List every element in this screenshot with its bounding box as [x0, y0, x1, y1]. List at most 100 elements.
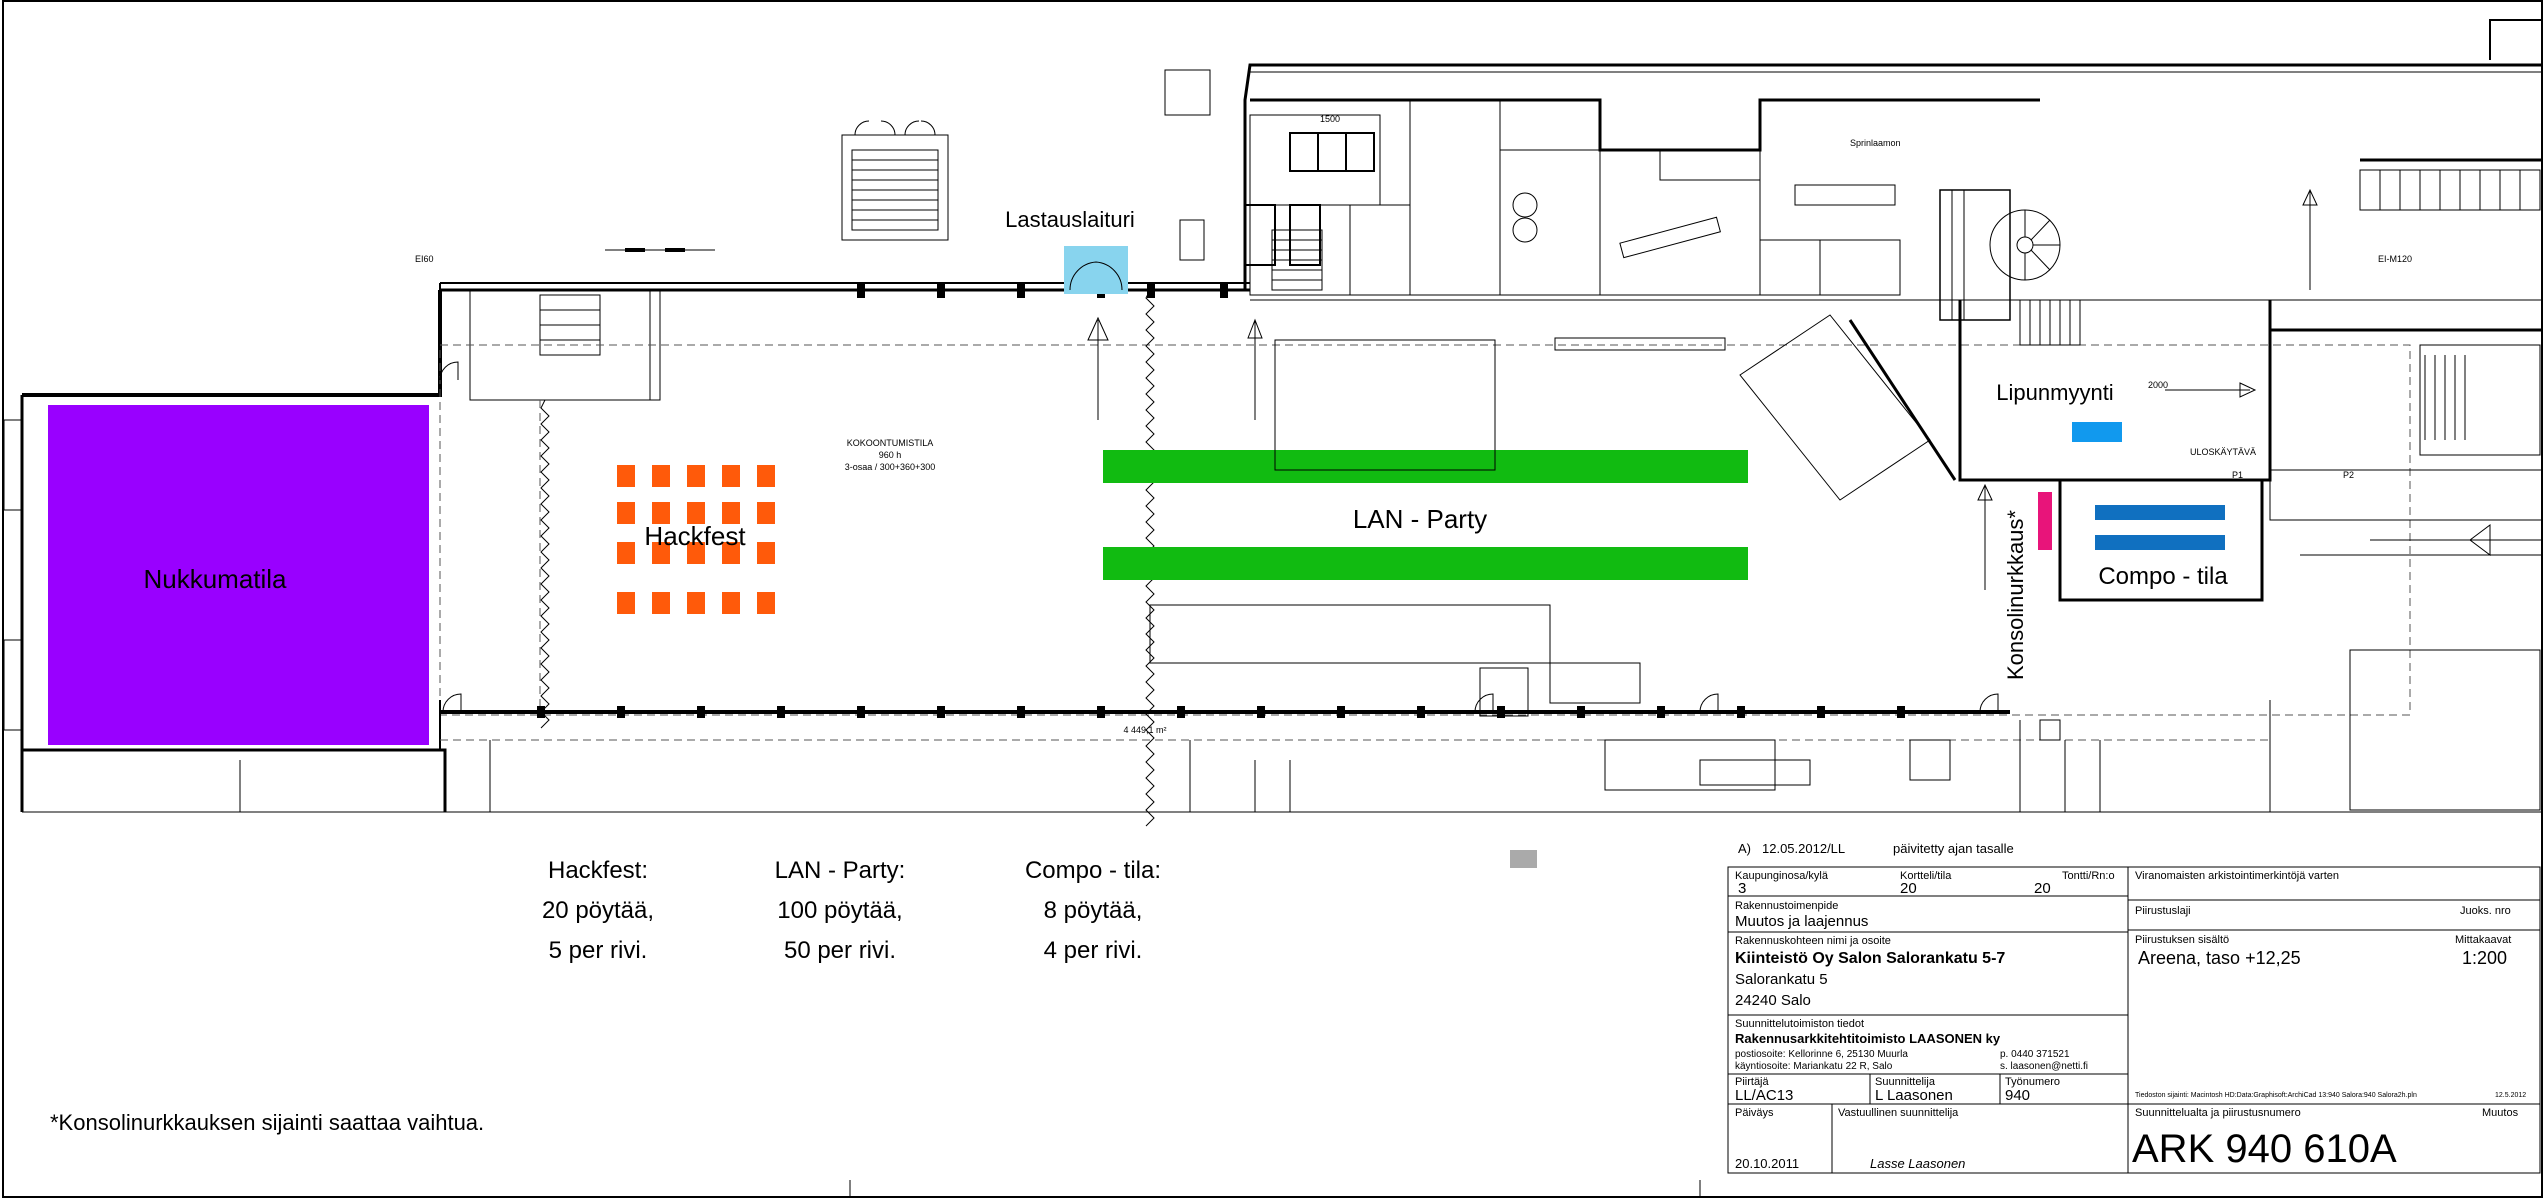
- hackfest-table: [652, 592, 670, 614]
- tb-tontti-label: Tontti/Rn:o: [2062, 870, 2115, 882]
- hackfest-table: [757, 542, 775, 564]
- nukkumatila-label: Nukkumatila: [143, 564, 287, 594]
- hackfest-table: [722, 502, 740, 524]
- compo-table-1: [2095, 505, 2225, 520]
- hackfest-table: [757, 465, 775, 487]
- scale-bar: [605, 248, 715, 252]
- floor-plan: Nukkumatila: [3, 19, 2543, 827]
- hackfest-tables: [617, 465, 775, 614]
- p1-label: P1: [2232, 470, 2243, 480]
- tb-toimenpide-value: Muutos ja laajennus: [1735, 913, 1868, 930]
- tb-kohde-label: Rakennuskohteen nimi ja osoite: [1735, 935, 1891, 947]
- tb-sisalto-value: Areena, taso +12,25: [2138, 948, 2301, 968]
- roof-vent-unit: [841, 120, 949, 241]
- tb-kortteli-label: Kortteli/tila: [1900, 870, 1952, 882]
- tb-paivays-value: 20.10.2011: [1735, 1156, 1799, 1171]
- arrow-up-icon: [1977, 483, 1993, 590]
- room-name: KOKOONTUMISTILA: [847, 438, 934, 448]
- hackfest-table: [617, 502, 635, 524]
- uloskaytava-label: ULOSKÄYTÄVÄ: [2190, 447, 2256, 457]
- dim-2000: 2000: [2148, 380, 2168, 390]
- tb-suunnittelija-value: L Laasonen: [1875, 1087, 1953, 1104]
- hackfest-table: [757, 592, 775, 614]
- compo-table-2: [2095, 535, 2225, 550]
- folding-wall-left: [540, 399, 550, 729]
- summary-lan-title: LAN - Party:: [775, 857, 906, 884]
- compo-tila-label: Compo - tila: [2098, 563, 2228, 590]
- lan-table-row-2: [1103, 547, 1748, 580]
- stair-icon: [1989, 209, 2061, 281]
- tb-vastuullinen-label: Vastuullinen suunnittelija: [1838, 1107, 1959, 1119]
- summary-compo-title: Compo - tila:: [1025, 857, 1161, 884]
- summary-lan-rows: 50 per rivi.: [784, 937, 896, 964]
- tb-email: s. laasonen@netti.fi: [2000, 1061, 2088, 1072]
- tb-toimenpide-label: Rakennustoimenpide: [1735, 900, 1838, 912]
- hackfest-table: [687, 465, 705, 487]
- hackfest-table: [687, 542, 705, 564]
- footnote: *Konsolinurkkauksen sijainti saattaa vai…: [50, 1110, 484, 1135]
- p2-label: P2: [2343, 470, 2354, 480]
- summary-compo-rows: 4 per rivi.: [1044, 937, 1143, 964]
- sprinklaamo-label: Sprinlaamon: [1850, 138, 1901, 148]
- arrow-up-icon: [1087, 316, 1109, 420]
- tb-tiedosto-date: 12.5.2012: [2495, 1092, 2526, 1099]
- konsoli-table: [2038, 492, 2052, 550]
- tb-kaupunginosa-value: 3: [1738, 880, 1746, 897]
- hackfest-table: [652, 542, 670, 564]
- lipunmyynti-label: Lipunmyynti: [1996, 380, 2113, 405]
- tb-kortteli-value: 20: [1900, 880, 1917, 897]
- hackfest-table: [652, 502, 670, 524]
- arrow-up-icon: [1247, 318, 1263, 420]
- tb-puhelin: p. 0440 371521: [2000, 1049, 2070, 1060]
- hackfest-table: [687, 502, 705, 524]
- ei60-label: EI60: [415, 254, 434, 264]
- hackfest-table: [617, 465, 635, 487]
- hackfest-table: [722, 542, 740, 564]
- door-swing-icon: [1474, 693, 1494, 713]
- table-summary: Hackfest: 20 pöytää, 5 per rivi. LAN - P…: [542, 857, 1161, 964]
- tb-juoks-label: Juoks. nro: [2460, 905, 2511, 917]
- tb-drawing-number: ARK 940 610A: [2132, 1127, 2397, 1171]
- tb-sisalto-label: Piirustuksen sisältö: [2135, 934, 2229, 946]
- tb-piirtaja-label: Piirtäjä: [1735, 1076, 1770, 1088]
- tb-kohde-name: Kiinteistö Oy Salon Salorankatu 5-7: [1735, 950, 2005, 967]
- tb-tontti-value: 20: [2034, 880, 2051, 897]
- room-area: 4 449,1 m²: [1123, 725, 1166, 735]
- hackfest-table: [722, 592, 740, 614]
- summary-hackfest-rows: 5 per rivi.: [549, 937, 648, 964]
- tb-vastuullinen-value: Lasse Laasonen: [1870, 1156, 1965, 1171]
- tb-tiedosto: Tiedoston sijainti: Macintosh HD:Data:Gr…: [2135, 1092, 2417, 1099]
- revision-id: A): [1738, 841, 1751, 856]
- summary-hackfest-count: 20 pöytää,: [542, 897, 654, 924]
- dim-1500: 1500: [1320, 114, 1340, 124]
- door-swing-icon: [1979, 693, 1999, 713]
- tb-piirtaja-value: LL/AC13: [1735, 1087, 1793, 1104]
- nukkumatila-area: [48, 405, 429, 745]
- tb-viranomaisten-label: Viranomaisten arkistointimerkintöjä vart…: [2135, 870, 2339, 882]
- tb-mittakaava-label: Mittakaavat: [2455, 934, 2511, 946]
- tb-muutos-label: Muutos: [2482, 1107, 2519, 1119]
- tb-tyonumero-label: Työnumero: [2005, 1076, 2060, 1088]
- revision-date: 12.05.2012/LL: [1762, 841, 1845, 856]
- tb-suunnittelija-label: Suunnittelija: [1875, 1076, 1936, 1088]
- tb-postiosoite: postiosoite: Kellorinne 6, 25130 Muurla: [1735, 1049, 1908, 1060]
- tb-kayntiosoite: käyntiosoite: Mariankatu 22 R, Salo: [1735, 1061, 1893, 1072]
- hackfest-table: [617, 542, 635, 564]
- hackfest-table: [652, 465, 670, 487]
- south-columns: [537, 706, 1905, 718]
- hackfest-table: [617, 592, 635, 614]
- lan-table-row-1: [1103, 450, 1748, 483]
- arrow-up-icon: [2302, 188, 2318, 290]
- lipunmyynti-desk: [2072, 422, 2122, 442]
- tb-mittakaava-value: 1:200: [2462, 948, 2507, 968]
- hackfest-table: [757, 502, 775, 524]
- hackfest-label: Hackfest: [644, 521, 746, 551]
- tb-toimisto-name: Rakennusarkkitehtitoimisto LAASONEN ky: [1735, 1031, 2001, 1046]
- tb-paivays-label: Päiväys: [1735, 1107, 1774, 1119]
- lastauslaituri-label: Lastauslaituri: [1005, 207, 1135, 232]
- hackfest-table: [722, 465, 740, 487]
- summary-lan-count: 100 pöytää,: [777, 897, 902, 924]
- door-swing-icon: [442, 693, 462, 713]
- room-capacity: 960 h: [879, 450, 902, 460]
